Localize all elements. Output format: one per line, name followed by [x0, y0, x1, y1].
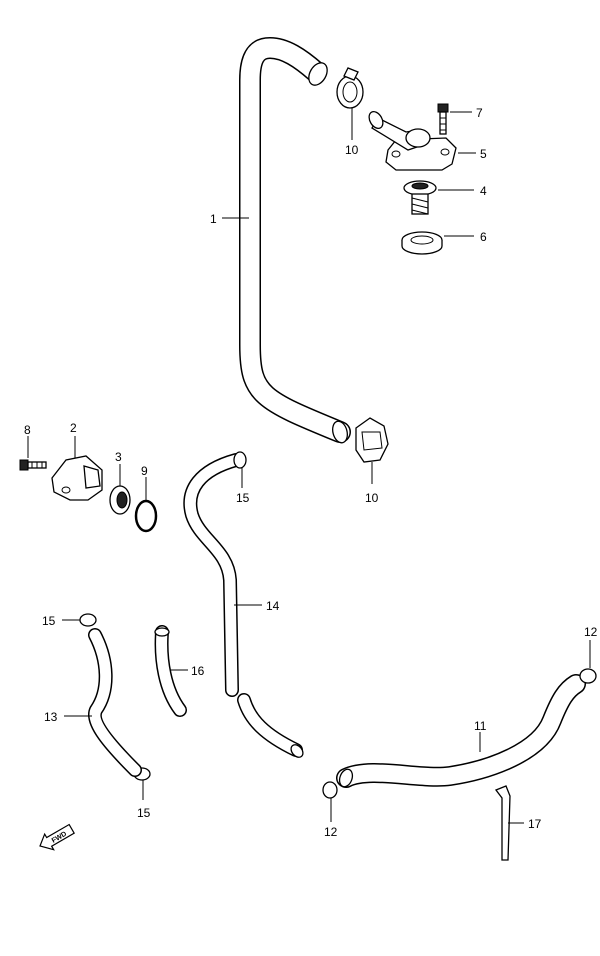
bolt-part-7	[437, 103, 449, 135]
callout-15-upper: 15	[236, 491, 250, 505]
clamp-part-10-top	[336, 67, 364, 140]
callout-4: 4	[480, 184, 487, 198]
hose-part-1	[239, 37, 351, 444]
callout-10-lower: 10	[365, 491, 379, 505]
callout-2: 2	[70, 421, 77, 435]
callout-7: 7	[476, 106, 483, 120]
clamp-part-15-upper	[233, 451, 247, 488]
clamp-part-10-lower	[355, 417, 389, 484]
callout-12-right: 12	[584, 625, 598, 639]
callout-14: 14	[266, 599, 280, 613]
fwd-arrow-icon: FWD	[39, 823, 75, 851]
callout-8: 8	[24, 423, 31, 437]
hose-part-14	[183, 453, 304, 758]
callout-15-left: 15	[42, 614, 56, 628]
callout-9: 9	[141, 464, 148, 478]
seal-part-6	[401, 231, 443, 255]
callout-16: 16	[191, 664, 205, 678]
clamp-part-12-right	[579, 640, 597, 684]
callout-3: 3	[115, 450, 122, 464]
fwd-label: FWD	[51, 831, 68, 845]
thermostat-cover-part-5	[368, 110, 457, 171]
callout-5: 5	[480, 147, 487, 161]
callout-13: 13	[44, 710, 58, 724]
callout-12-left: 12	[324, 825, 338, 839]
clamp-part-15-left	[62, 613, 97, 627]
bolt-part-8	[19, 436, 47, 471]
hose-part-11	[336, 674, 586, 788]
callout-11: 11	[474, 719, 487, 733]
thermostat-part-4	[403, 180, 437, 215]
callout-10-top: 10	[345, 143, 359, 157]
callout-15-bottom: 15	[137, 806, 151, 820]
callout-1: 1	[210, 212, 217, 226]
callout-17: 17	[528, 817, 542, 831]
thermostat-part-3	[109, 464, 131, 515]
hose-part-13	[87, 628, 142, 777]
clamp-part-12-left	[322, 781, 338, 822]
cable-tie-part-17	[494, 785, 524, 861]
hose-part-16	[154, 625, 187, 717]
o-ring-part-9	[134, 477, 158, 533]
housing-part-2	[51, 436, 103, 501]
callout-6: 6	[480, 230, 487, 244]
